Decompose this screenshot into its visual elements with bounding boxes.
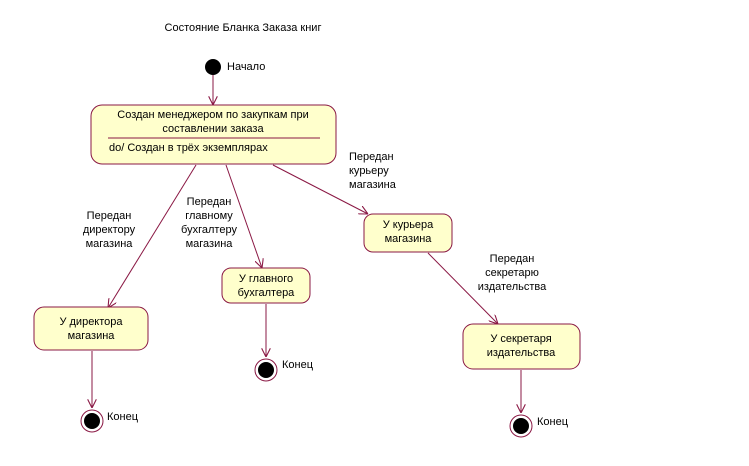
- transition-label-line: секретарю: [485, 267, 539, 279]
- transition-label-line: магазина: [349, 179, 397, 191]
- initial-state-node: [205, 59, 221, 75]
- final-state-node: [80, 409, 104, 433]
- transition-label-line: директору: [83, 224, 136, 236]
- transition-label-to-accountant: Передан главному бухгалтеру магазина: [181, 196, 237, 250]
- end-label: Конец: [537, 416, 569, 428]
- state-name-line2: издательства: [487, 347, 556, 359]
- state-at-courier: У курьера магазина: [363, 213, 453, 253]
- start-label: Начало: [227, 61, 265, 73]
- final-state-node: [254, 358, 278, 382]
- state-name-line2: бухгалтера: [238, 287, 296, 299]
- transition-label-line: Передан: [349, 151, 394, 163]
- diagram-title: Состояние Бланка Заказа книг: [165, 22, 322, 34]
- state-created-by-manager: Создан менеджером по закупкам при состав…: [90, 104, 337, 165]
- state-name-line2: магазина: [385, 233, 433, 245]
- state-name-line1: У главного: [239, 273, 293, 285]
- state-name-line1: У секретаря: [490, 333, 551, 345]
- state-at-chief-accountant: У главного бухгалтера: [221, 267, 311, 304]
- transition-label-line: курьеру: [349, 165, 389, 177]
- transition-label-line: Передан: [490, 253, 535, 265]
- end-label: Конец: [282, 359, 314, 371]
- transition-label-line: магазина: [86, 238, 134, 250]
- transition-label-to-courier: Передан курьеру магазина: [349, 151, 397, 191]
- edge-main-to-courier: [272, 164, 368, 214]
- state-at-director: У директора магазина: [33, 306, 149, 351]
- edge-courier-to-secretary: [427, 252, 498, 324]
- transition-label-line: главному: [185, 210, 233, 222]
- transition-label-line: Передан: [87, 210, 132, 222]
- state-name-line1: Создан менеджером по закупкам при: [117, 109, 308, 121]
- state-at-publisher-secretary: У секретаря издательства: [462, 323, 581, 370]
- transition-label-line: магазина: [186, 238, 234, 250]
- state-name-line2: магазина: [68, 330, 116, 342]
- state-activity: do/ Создан в трёх экземплярах: [109, 142, 268, 154]
- state-name-line1: У директора: [59, 316, 123, 328]
- state-name-line2: составлении заказа: [162, 123, 264, 135]
- edge-main-to-accountant: [225, 164, 262, 268]
- transition-label-line: издательства: [478, 281, 547, 293]
- transition-label-line: Передан: [187, 196, 232, 208]
- end-label: Конец: [107, 411, 139, 423]
- transition-label-line: бухгалтеру: [181, 224, 237, 236]
- transition-label-to-director: Передан директору магазина: [83, 210, 136, 250]
- state-name-line1: У курьера: [383, 219, 434, 231]
- edge-main-to-director: [108, 164, 197, 308]
- final-state-node: [509, 414, 533, 438]
- transition-label-to-secretary: Передан секретарю издательства: [478, 253, 547, 293]
